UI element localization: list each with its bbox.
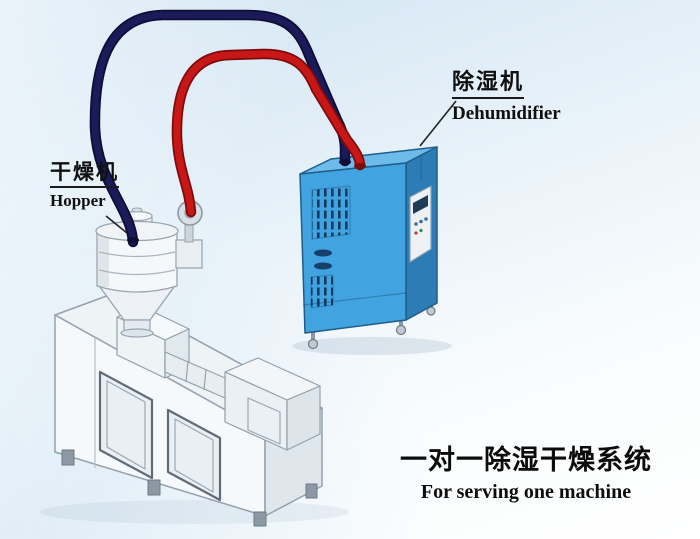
control-panel bbox=[409, 185, 432, 263]
dehumidifier-label-cn: 除湿机 bbox=[452, 70, 525, 100]
hopper-label: 干燥机 Hopper bbox=[50, 160, 119, 211]
cabinet-seam bbox=[302, 292, 407, 306]
machine-feet bbox=[61, 449, 318, 527]
pipe-red bbox=[171, 48, 366, 218]
system-caption: 一对一除湿干燥系统 For serving one machine bbox=[380, 438, 672, 504]
dehumidifier-label-en: Dehumidifier bbox=[452, 103, 561, 125]
hopper-leader-line bbox=[105, 215, 128, 234]
hopper-label-cn: 干燥机 bbox=[50, 160, 119, 189]
pipe-fitting-hopper bbox=[127, 237, 139, 243]
dehumidifier-leader-line bbox=[419, 100, 457, 147]
dehumidifier-unit bbox=[299, 146, 438, 350]
pipe-port-navy bbox=[339, 159, 351, 165]
panel-display bbox=[413, 195, 428, 214]
vent-louvers bbox=[310, 185, 351, 309]
gearbox-block bbox=[224, 357, 321, 451]
hopper-band bbox=[98, 269, 176, 276]
pipe-port-red bbox=[354, 163, 366, 169]
machine-door bbox=[166, 408, 222, 502]
extruder-machine bbox=[54, 293, 323, 527]
hopper-shading bbox=[98, 231, 109, 287]
dehumidifier-label: 除湿机 Dehumidifier bbox=[452, 70, 561, 125]
hopper-band bbox=[98, 251, 176, 258]
hopper-label-en: Hopper bbox=[50, 191, 106, 211]
cabinet-shadow bbox=[292, 337, 452, 355]
machine-door bbox=[98, 370, 154, 480]
system-caption-cn: 一对一除湿干燥系统 bbox=[400, 445, 652, 476]
system-caption-en: For serving one machine bbox=[420, 481, 632, 503]
machine-shadow bbox=[40, 500, 350, 524]
hopper-flange bbox=[120, 328, 154, 338]
hopper-body bbox=[96, 229, 178, 293]
hopper-dryer bbox=[95, 200, 203, 338]
